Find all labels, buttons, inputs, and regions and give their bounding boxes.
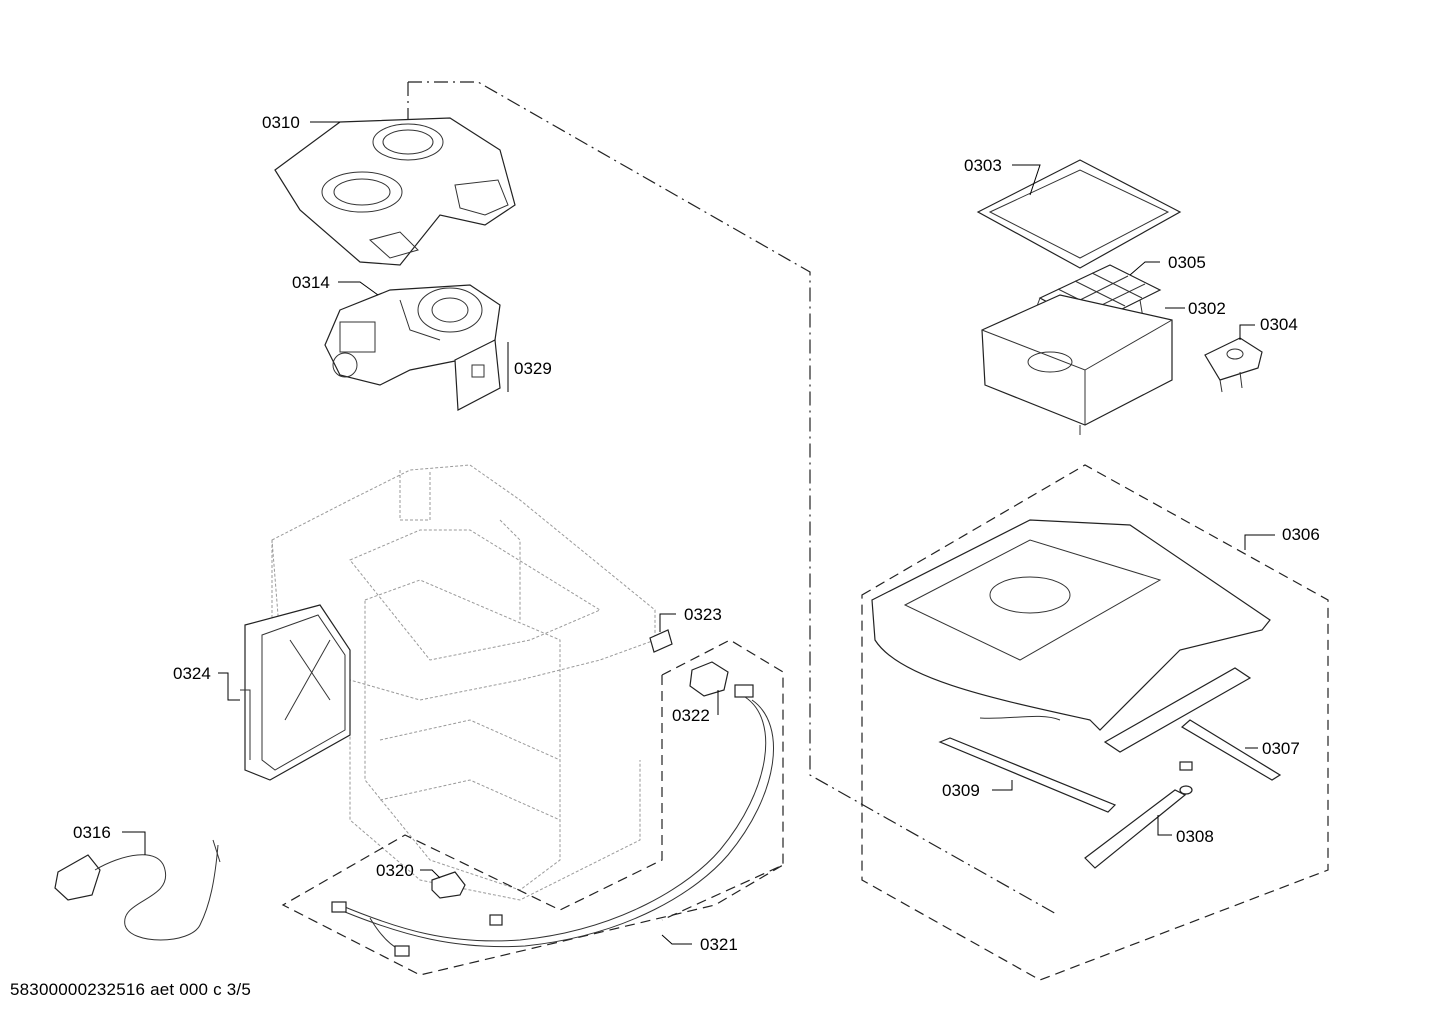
label-0304: 0304: [1260, 315, 1298, 334]
connector-group-outline: [281, 675, 784, 976]
part-0303-lid: [976, 159, 1182, 269]
label-0306: 0306: [1282, 525, 1320, 544]
housing-group-outline: [408, 81, 1059, 916]
part-0307-rail: [979, 667, 1282, 781]
label-0310: 0310: [262, 113, 300, 132]
part-0321-wiring-harness: [331, 696, 774, 957]
label-0316: 0316: [73, 823, 111, 842]
part-0320-small-connector: [431, 871, 466, 899]
label-0308: 0308: [1176, 827, 1214, 846]
part-0306-top-cover: [871, 519, 1271, 731]
diagram-reference-code: 58300000232516 aet 000 c 3/5: [10, 980, 251, 999]
label-0309: 0309: [942, 781, 980, 800]
part-0304-cap: [1204, 337, 1263, 393]
top-cover-group-outline: [861, 464, 1329, 981]
part-0302-tray: [981, 294, 1173, 435]
label-0302: 0302: [1188, 299, 1226, 318]
label-0323: 0323: [684, 605, 722, 624]
part-0322-plug: [734, 684, 754, 698]
label-0307: 0307: [1262, 739, 1300, 758]
label-0321: 0321: [700, 935, 738, 954]
label-0314: 0314: [292, 273, 330, 292]
label-0303: 0303: [964, 156, 1002, 175]
label-0322: 0322: [672, 706, 710, 725]
part-0322-connector: [689, 661, 729, 697]
label-0324: 0324: [173, 664, 211, 683]
wire-group-outline: [661, 639, 784, 921]
label-0305: 0305: [1168, 253, 1206, 272]
part-0329-pad: [454, 339, 501, 411]
part-0308-rod: [1084, 785, 1193, 869]
label-0320: 0320: [376, 861, 414, 880]
part-0324-circuit-board: [240, 604, 351, 781]
part-0316-power-cord: [54, 839, 221, 941]
part-0309-bar: [938, 737, 1117, 813]
leader-lines: [122, 121, 1275, 945]
part-0310-top-plate: [274, 117, 516, 266]
label-0329: 0329: [514, 359, 552, 378]
part-0323-clip: [649, 629, 673, 653]
